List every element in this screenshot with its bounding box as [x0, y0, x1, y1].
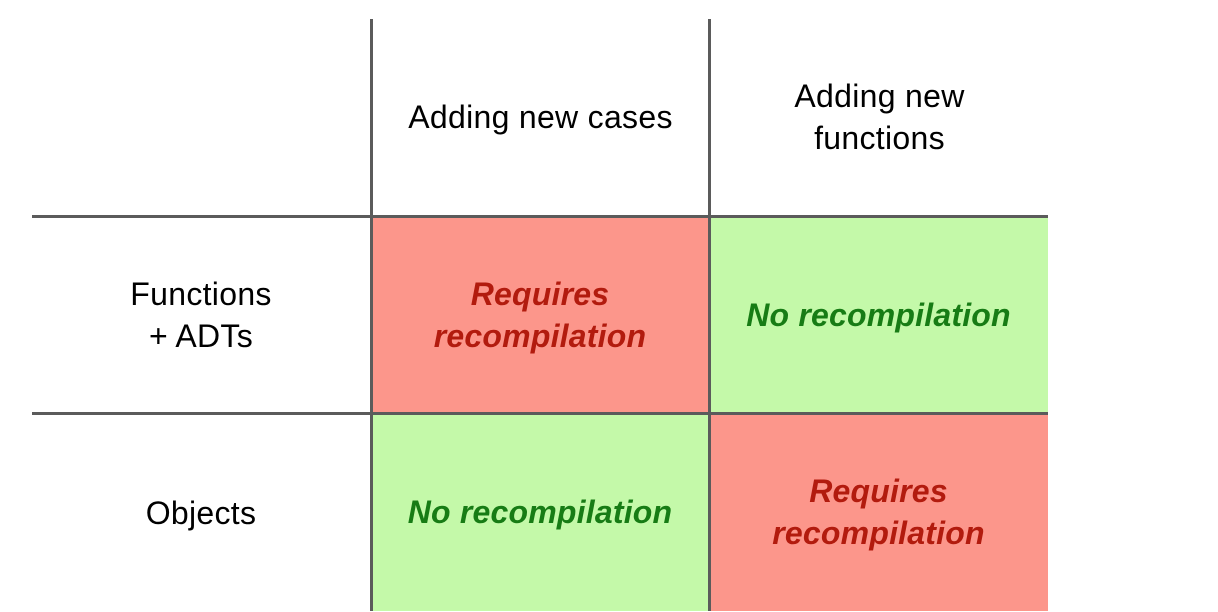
column-header-adding-new-cases: Adding new cases [373, 19, 708, 215]
column-header-label: Adding new cases [408, 99, 673, 135]
row-header-label: Functions + ADTs [130, 276, 272, 354]
cell-value: No recompilation [746, 296, 1011, 333]
row-header-objects: Objects [32, 415, 370, 610]
grid-line-vertical-right [708, 19, 711, 611]
grid-line-horizontal-top [32, 215, 1048, 218]
cell-value: No recompilation [407, 494, 673, 530]
cell-functions-adts-adding-new-functions: No recompilation [709, 216, 1048, 413]
grid-line-horizontal-bottom [32, 412, 1048, 415]
row-header-label: Objects [145, 494, 257, 531]
column-header-adding-new-functions: Adding new functions [711, 19, 1048, 215]
grid-line-vertical-left [370, 19, 373, 611]
cell-value: Requires recompilation [772, 473, 985, 551]
cell-objects-adding-new-functions: Requires recompilation [709, 413, 1048, 611]
row-header-functions-adts: Functions + ADTs [32, 218, 370, 412]
cell-value: Requires recompilation [433, 275, 647, 354]
cell-functions-adts-adding-new-cases: Requires recompilation [371, 216, 709, 413]
cell-objects-adding-new-cases: No recompilation [371, 413, 709, 611]
column-header-label: Adding new functions [794, 78, 965, 156]
